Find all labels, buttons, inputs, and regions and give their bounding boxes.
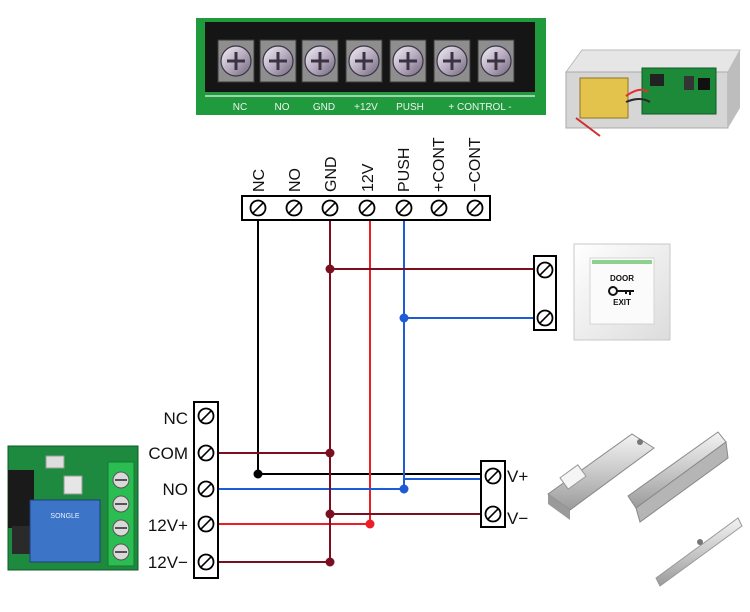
psu-screw-2 — [285, 199, 303, 217]
relay-brand-text: SONGLE — [50, 513, 80, 520]
wire-black — [257, 208, 493, 475]
relay-label-12vneg: 12V− — [148, 553, 188, 572]
junction-dot — [399, 313, 409, 323]
lock-label-vpos: V+ — [507, 467, 528, 486]
key-icon — [608, 286, 634, 296]
top-screw-2 — [259, 39, 297, 83]
top-screw-6 — [433, 39, 471, 83]
bolt-lock-photo — [547, 433, 655, 520]
transformer — [579, 77, 629, 119]
relay-label-12vpos: 12V+ — [148, 516, 188, 535]
magnetic-lock-photo — [627, 431, 743, 587]
psu-label-push: PUSH — [396, 148, 413, 192]
psu-label-gnd: GND — [323, 156, 340, 192]
relay-label-com: COM — [148, 444, 188, 463]
psu-screw-6 — [430, 199, 448, 217]
relay-photo-screw-4 — [112, 543, 130, 561]
lock-screw-2 — [484, 505, 502, 523]
top-label-push: PUSH — [396, 102, 424, 113]
exit-button-exit-text: EXIT — [613, 298, 631, 307]
wire-blue-no — [213, 478, 493, 490]
top-label-nc: NC — [233, 102, 247, 113]
wire-red — [213, 208, 371, 525]
top-screw-3 — [301, 39, 339, 83]
junction-dot — [365, 519, 375, 529]
psu-label-12v: 12V — [360, 163, 377, 192]
psu-label-nc: NC — [251, 169, 268, 192]
lock-terminal-block: V+ V− — [480, 460, 528, 528]
psu-screw-3 — [321, 199, 339, 217]
relay-module-photo: SONGLE — [7, 445, 139, 571]
junctions — [253, 264, 409, 567]
psu-label-ncont: −CONT — [467, 137, 484, 192]
relay-screw-4 — [197, 515, 215, 533]
top-screw-7 — [477, 39, 515, 83]
relay-screw-1 — [197, 407, 215, 425]
psu-screw-7 — [466, 199, 484, 217]
top-label-12v: +12V — [354, 102, 378, 113]
top-printed-labels: NC NO GND +12V PUSH + CONTROL - — [233, 102, 512, 113]
exit-button-photo: DOOR EXIT — [573, 243, 671, 341]
junction-dot — [253, 469, 263, 479]
psu-screw-1 — [249, 199, 267, 217]
relay-screw-2 — [197, 444, 215, 462]
junction-dot — [325, 264, 335, 274]
top-label-gnd: GND — [313, 102, 335, 113]
top-screw-4 — [345, 39, 383, 83]
psu-label-no: NO — [287, 168, 304, 192]
junction-dot — [325, 509, 335, 519]
relay-label-nc: NC — [163, 409, 188, 428]
psu-screw-5 — [395, 199, 413, 217]
top-screw-1 — [217, 39, 255, 83]
relay-label-no: NO — [163, 480, 189, 499]
psu-label-pcont: +CONT — [431, 137, 448, 192]
top-label-no: NO — [275, 102, 290, 113]
psu-terminal-strip: NC NO GND 12V PUSH +CONT −CONT — [241, 137, 491, 221]
relay-screw-5 — [197, 553, 215, 571]
relay-screw-3 — [197, 480, 215, 498]
top-terminal-photo: NC NO GND +12V PUSH + CONTROL - — [196, 18, 546, 115]
maglock-armature — [655, 517, 743, 587]
junction-dot — [399, 484, 409, 494]
top-label-control: + CONTROL - — [448, 102, 511, 113]
lock-screw-1 — [484, 467, 502, 485]
power-supply-photo — [565, 49, 741, 137]
lock-label-vneg: V− — [507, 509, 528, 528]
relay-terminal-strip: NC COM NO 12V+ 12V− — [148, 401, 219, 579]
bolt-lock-body — [547, 433, 655, 511]
relay-photo-screw-3 — [112, 519, 130, 537]
relay-photo-screw-1 — [112, 471, 130, 489]
exit-terminal-block — [533, 255, 557, 331]
exit-screw-1 — [536, 261, 554, 279]
junction-dot — [325, 448, 335, 458]
relay-block — [29, 499, 101, 563]
top-screw-5 — [389, 39, 427, 83]
relay-photo-screw-2 — [112, 495, 130, 513]
junction-dot — [325, 557, 335, 567]
exit-button-door-text: DOOR — [610, 274, 634, 283]
psu-screw-4 — [358, 199, 376, 217]
exit-screw-2 — [536, 309, 554, 327]
